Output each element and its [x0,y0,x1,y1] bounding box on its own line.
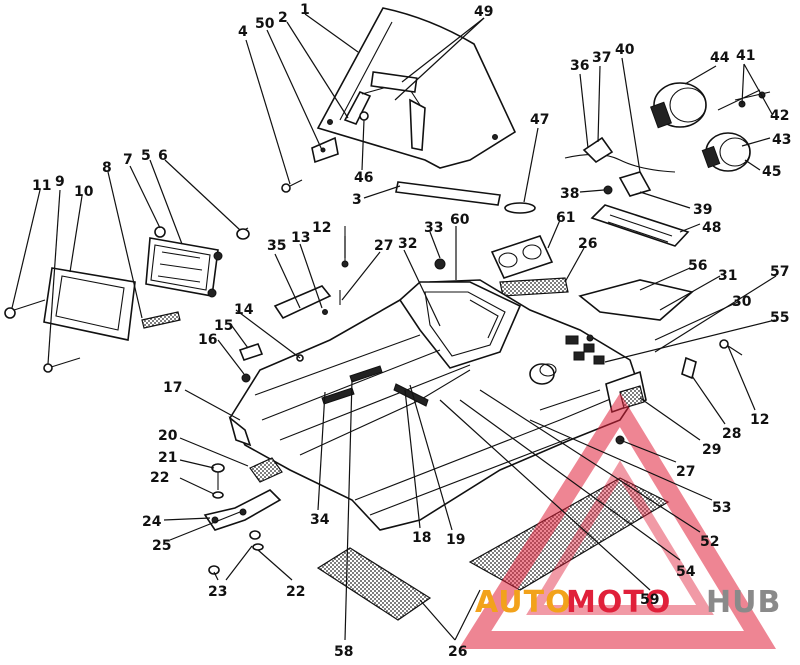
hood-shell [228,279,647,531]
headlight-spring [141,311,181,329]
callout-21: 21 [158,450,177,466]
callout-20: 20 [158,428,178,444]
callout-2: 2 [278,10,288,26]
callout-3: 3 [352,192,362,208]
callout-50: 50 [255,16,275,32]
headlight-bezel [43,267,136,341]
callout-40: 40 [615,42,635,58]
callout-7: 7 [123,152,133,168]
callout-46: 46 [354,170,373,186]
callout-26-lower: 26 [448,644,467,660]
callout-26-upper: 26 [578,236,597,252]
callout-30: 30 [732,294,752,310]
callout-28: 28 [722,426,741,442]
callout-56: 56 [688,258,707,274]
callout-38: 38 [560,186,579,202]
watermark-text-hub: HUB [706,585,781,620]
callout-22-left: 22 [150,470,169,486]
callout-37: 37 [592,50,611,66]
callout-23: 23 [208,584,227,600]
seat-pad [578,279,694,321]
callout-44: 44 [710,50,730,66]
callout-52: 52 [700,534,719,550]
callout-45: 45 [762,164,781,180]
callout-5: 5 [141,148,151,164]
callout-12-upper: 12 [312,220,331,236]
callout-11: 11 [32,178,51,194]
callout-12-right: 12 [750,412,769,428]
callout-6: 6 [158,148,168,164]
callout-57: 57 [770,264,789,280]
speedometer [650,82,707,129]
leader-lines [11,13,777,641]
hinge-pad [249,457,283,483]
windshield-bracket-left [343,90,372,125]
callout-47: 47 [530,112,549,128]
callout-14: 14 [234,302,254,318]
callout-34: 34 [310,512,330,528]
callout-48: 48 [702,220,721,236]
callout-49: 49 [474,4,493,20]
callout-25: 25 [152,538,171,554]
callout-17: 17 [163,380,182,396]
callout-22-right: 22 [286,584,305,600]
callout-10: 10 [74,184,94,200]
tachometer [701,132,751,172]
callout-61: 61 [556,210,575,226]
callout-54: 54 [676,564,696,580]
callout-43: 43 [772,132,791,148]
callout-53: 53 [712,500,731,516]
callout-32: 32 [398,236,417,252]
callout-18: 18 [412,530,431,546]
dual-lens [490,235,554,279]
headlight-lamp [145,237,219,297]
callout-27-upper: 27 [374,238,393,254]
callout-31: 31 [718,268,737,284]
callout-13: 13 [291,230,310,246]
callout-1: 1 [300,2,310,18]
decal-oval [504,202,536,214]
callout-36: 36 [570,58,589,74]
callout-9: 9 [55,174,65,190]
callout-16: 16 [198,332,217,348]
watermark-text-moto: MOTO [566,585,671,620]
clip-15 [238,343,264,361]
windshield [316,7,517,169]
callout-59: 59 [640,592,659,608]
reflective-strip-lower-left [316,547,432,621]
windshield-trim-lower [395,181,501,206]
callout-33: 33 [424,220,443,236]
callout-24: 24 [142,514,162,530]
callout-8: 8 [102,160,112,176]
callout-27-right: 27 [676,464,695,480]
callout-4: 4 [238,24,248,40]
watermark-text-auto: AUTO [475,585,572,620]
callout-labels: 1 2 50 49 4 46 3 47 36 37 40 44 41 42 43… [32,2,791,660]
callout-29: 29 [702,442,721,458]
callout-41: 41 [736,48,755,64]
callout-19: 19 [446,532,465,548]
callout-58: 58 [334,644,353,660]
callout-39: 39 [693,202,712,218]
callout-15: 15 [214,318,233,334]
callout-55: 55 [770,310,789,326]
reflective-strip-upper [499,277,569,297]
throttle-bracket [582,136,614,164]
callout-42: 42 [770,108,789,124]
mount-bracket [273,285,332,320]
windshield-bracket-right [409,98,426,151]
callout-60: 60 [450,212,470,228]
callout-35: 35 [267,238,286,254]
